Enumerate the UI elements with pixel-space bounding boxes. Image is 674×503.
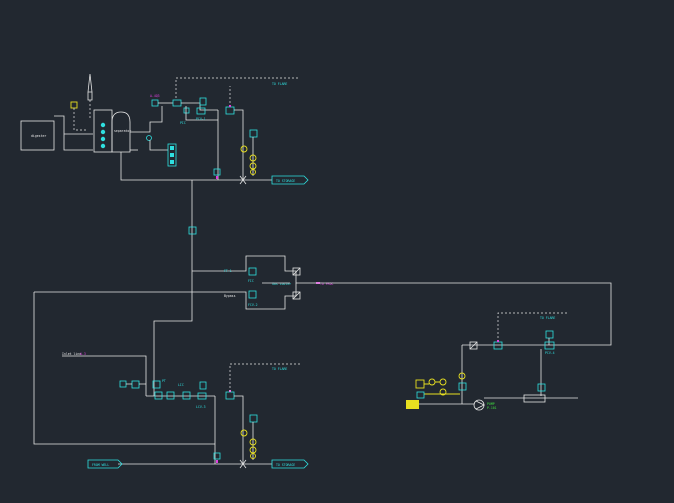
svg-text:Bypass: Bypass <box>224 294 236 298</box>
svg-text:A-3: A-3 <box>80 352 86 356</box>
center-process-section: FT-1 Bypass FIC FCV-2 Gas cooler TO PROC <box>33 180 612 445</box>
upper-process-section: digester separator A-4Q3 <box>20 73 309 185</box>
outlet-arrow-upper[interactable] <box>271 175 309 185</box>
svg-text:TO FLARE: TO FLARE <box>272 82 287 86</box>
meter-box[interactable] <box>523 394 546 403</box>
svg-text:PT: PT <box>162 379 166 383</box>
outlet-arrow-lower[interactable] <box>271 459 309 469</box>
svg-text:Inlet line: Inlet line <box>62 352 81 356</box>
svg-text:TO FLARE: TO FLARE <box>272 367 287 371</box>
inlet-arrow-lower[interactable] <box>87 459 123 469</box>
svg-text:FCV-2: FCV-2 <box>248 303 258 307</box>
svg-text:FROM WELL: FROM WELL <box>92 463 109 467</box>
svg-text:TO STORAGE: TO STORAGE <box>276 463 295 467</box>
svg-text:Gas cooler: Gas cooler <box>272 282 291 286</box>
flare-stack <box>87 73 93 101</box>
instrument-dot <box>100 136 106 142</box>
svg-text:PUMP: PUMP <box>487 402 495 406</box>
separator-vessel[interactable] <box>111 111 131 153</box>
digester-label: digester <box>31 134 46 138</box>
pump-icon[interactable] <box>473 399 485 411</box>
svg-text:TO STORAGE: TO STORAGE <box>276 179 295 183</box>
svg-text:PIC: PIC <box>180 121 186 125</box>
yellow-skid[interactable] <box>406 400 419 409</box>
svg-text:FIC: FIC <box>248 279 254 283</box>
right-process-section: TO FLARE PCV-4 PUMP P-101 <box>406 312 578 411</box>
instrument-dot <box>100 143 106 149</box>
svg-text:FT-1: FT-1 <box>224 269 232 273</box>
svg-text:TO FLARE: TO FLARE <box>540 316 555 320</box>
yellow-control-box[interactable] <box>70 101 78 109</box>
svg-text:LCV-3: LCV-3 <box>196 405 206 409</box>
digester-vessel[interactable] <box>20 120 55 151</box>
svg-text:PCV-1: PCV-1 <box>196 117 206 121</box>
svg-text:PCV-4: PCV-4 <box>545 351 555 355</box>
svg-text:TO PROC: TO PROC <box>320 282 334 286</box>
svg-text:LIC: LIC <box>178 383 184 387</box>
lower-process-section: Inlet line A-3 PT LIC LCV-3 TO FLARE FR <box>62 352 309 469</box>
instrument-dot <box>100 129 106 135</box>
svg-text:A-4Q3: A-4Q3 <box>150 94 160 98</box>
svg-text:P-101: P-101 <box>487 406 497 410</box>
separator-label: separator <box>114 129 131 133</box>
instrument-dot <box>100 122 106 128</box>
